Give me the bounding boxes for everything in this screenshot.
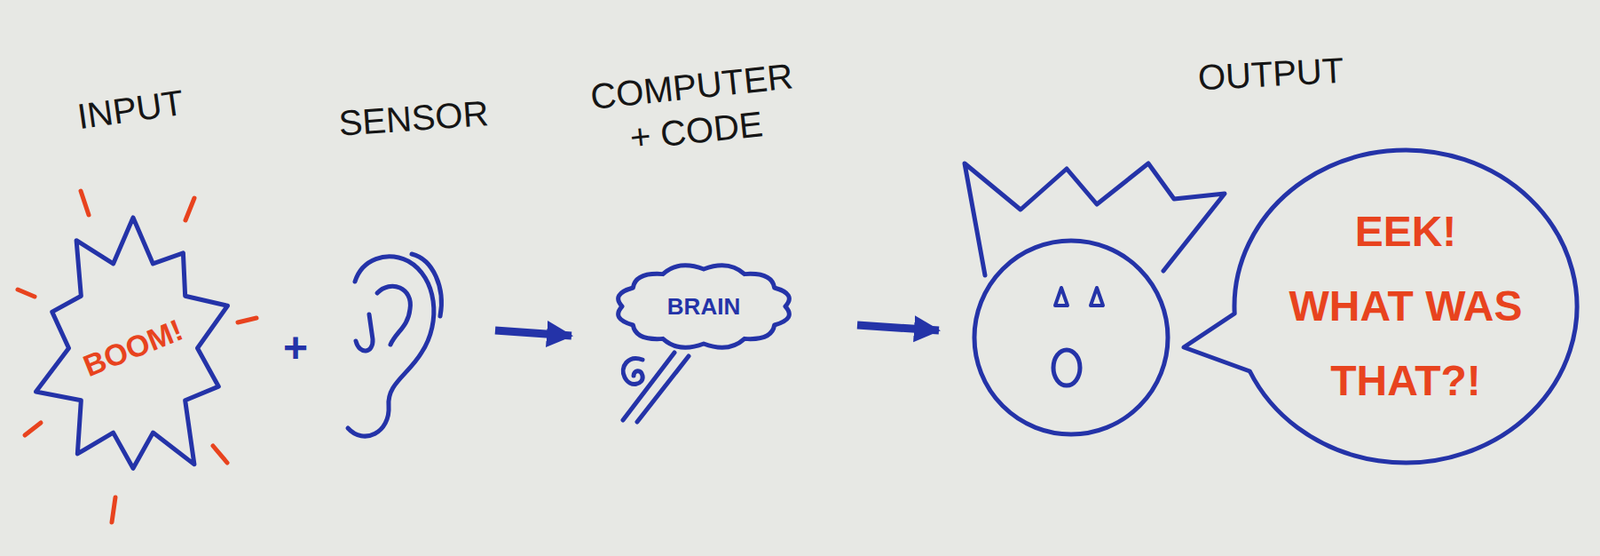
shape-text: EEK! WHAT WAS THAT?! [1287, 194, 1524, 418]
face-output: OUTPUT [964, 163, 1225, 437]
cloud-outline [618, 265, 790, 348]
eye [1055, 287, 1068, 306]
speech-bubble: EEK! WHAT WAS THAT?! [1180, 149, 1585, 464]
bubble-outline [1183, 149, 1577, 463]
face-circle [974, 240, 1168, 434]
ear-stroke [347, 256, 434, 436]
ear-stroke [377, 285, 410, 345]
ear-sensor-outline [337, 250, 444, 440]
text-holder: EEK! WHAT WAS THAT?! [1287, 194, 1524, 418]
burst-ray [111, 496, 116, 522]
arrow-connector [857, 324, 939, 331]
brain-cloud: COMPUTER + CODEBRAIN [612, 260, 797, 353]
brain-curl [622, 358, 643, 385]
burst-ray [212, 445, 228, 463]
brain-cloud-strokes [618, 265, 790, 422]
shape-text: BRAIN [667, 293, 741, 320]
burst-ray [24, 422, 41, 435]
text-holder: SENSOR [337, 90, 490, 146]
eye [1090, 287, 1104, 306]
burst-shape-strokes [35, 217, 228, 468]
face-output-strokes [964, 163, 1225, 434]
ear-sensor-strokes [347, 253, 442, 436]
plus-sign: + [283, 323, 308, 372]
burst-outline [35, 217, 228, 468]
stage-heading: SENSOR [337, 90, 490, 146]
burst-ray [237, 317, 257, 323]
burst-ray [17, 289, 35, 297]
text-holder: BOOM! [78, 313, 189, 384]
hair-spikes [964, 163, 1225, 276]
ear-stroke [411, 253, 442, 316]
burst-ray [80, 190, 89, 215]
burst-ray [185, 197, 195, 221]
text-holder: OUTPUT [1197, 47, 1346, 101]
text-holder: BRAIN [667, 293, 741, 320]
stage-heading: COMPUTER + CODE [588, 53, 800, 163]
face-output-outline [964, 163, 1225, 437]
ear-stroke [355, 314, 373, 351]
text-holder: INPUT [74, 79, 187, 139]
speech-bubble-strokes [1183, 149, 1577, 463]
brain-stem [622, 352, 689, 422]
shape-text: BOOM! [78, 313, 189, 384]
text-holder: COMPUTER + CODE [588, 53, 800, 163]
ear-sensor: SENSOR [337, 250, 444, 440]
stage-heading: INPUT [74, 79, 187, 139]
arrow-connector [495, 330, 572, 336]
burst-shape: INPUTBOOM! [39, 217, 227, 481]
mouth [1053, 349, 1080, 386]
stage-heading: OUTPUT [1197, 47, 1346, 101]
label-holder: + [283, 323, 308, 372]
